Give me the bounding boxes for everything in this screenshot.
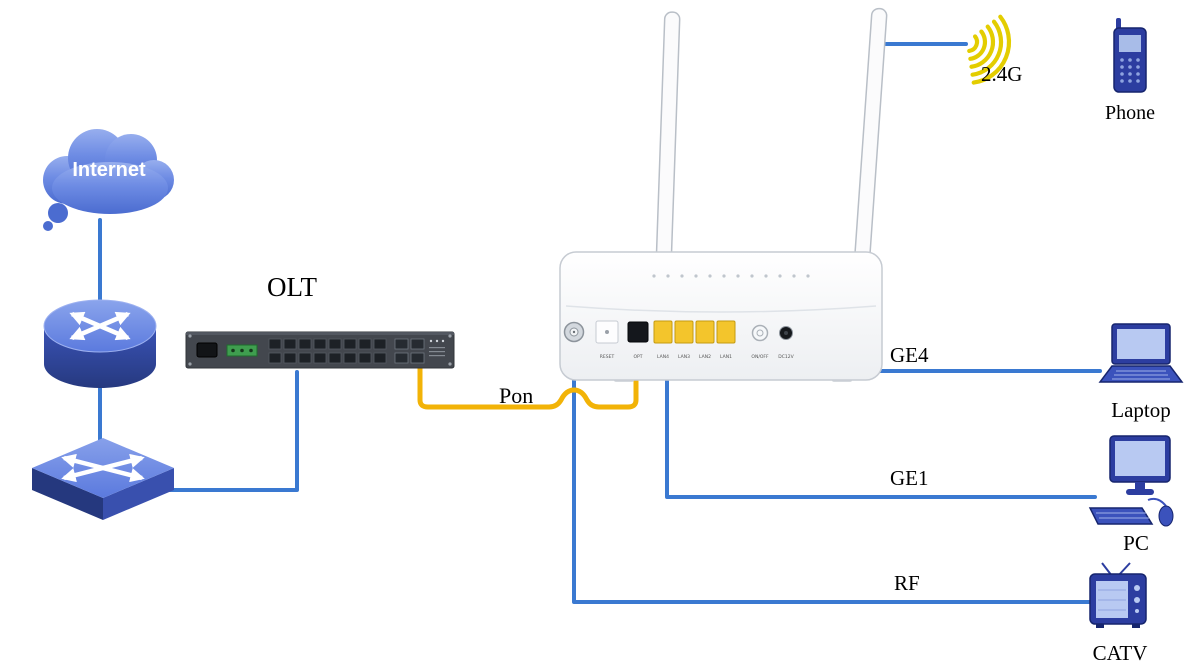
pc-icon — [1088, 435, 1174, 527]
olt-uplink-ports — [394, 338, 425, 364]
pon-label: Pon — [499, 383, 534, 408]
ge4-label: GE4 — [890, 343, 929, 367]
ge1-label: GE1 — [890, 466, 929, 490]
onu-rf-connector — [563, 321, 585, 343]
olt-status-leds — [429, 339, 445, 357]
core-router — [43, 299, 157, 388]
rf-label: RF — [894, 571, 920, 595]
internet-label: Internet — [72, 159, 146, 181]
olt-top-edge — [186, 332, 454, 335]
link-pon-fiber — [417, 363, 639, 410]
olt-device — [185, 331, 455, 369]
phone-keypad — [1120, 58, 1140, 83]
onu-power-switch-label: ON/OFF — [751, 354, 769, 360]
pc-screen — [1115, 441, 1165, 476]
onu-power-jack — [779, 326, 793, 340]
switch — [32, 438, 174, 520]
onu-power-switch — [751, 324, 769, 342]
onu-lan2-label: LAN2 — [699, 354, 711, 360]
wifi-signal-icon — [967, 14, 1012, 85]
catv-feet — [1096, 624, 1140, 628]
onu-led-indicators — [652, 274, 810, 278]
onu-power-jack-label: DC12V — [778, 354, 794, 360]
cloud-shape — [43, 129, 174, 231]
pc-monitor-neck — [1135, 482, 1145, 489]
onu-lan3-label: LAN3 — [678, 354, 690, 360]
laptop-screen — [1117, 329, 1165, 359]
onu-body-edge — [565, 305, 877, 313]
olt-sfp-ports — [268, 338, 387, 364]
laptop-key-rows — [1112, 370, 1170, 380]
wifi-label: 2.4G — [981, 62, 1023, 86]
laptop-label: Laptop — [1111, 398, 1171, 422]
onu-device: RESET OPT LAN4 LAN3 LAN2 LAN1 ON/OFF DC1… — [559, 7, 888, 382]
switch-left-face — [32, 468, 103, 520]
onu-opt-label: OPT — [633, 354, 642, 360]
pc-mouse — [1158, 505, 1174, 527]
onu-lan1-label: LAN1 — [720, 354, 732, 360]
pc-key-rows — [1096, 512, 1149, 519]
onu-body — [559, 251, 883, 381]
router-arrows-icon — [69, 311, 131, 341]
phone-icon — [1113, 18, 1147, 93]
pc-label: PC — [1123, 531, 1149, 555]
laptop-icon — [1098, 323, 1184, 383]
olt-label: OLT — [267, 272, 318, 302]
pc-keyboard — [1088, 507, 1154, 525]
catv-label: CATV — [1092, 641, 1148, 665]
pc-monitor-base — [1126, 489, 1154, 495]
catv-scanlines — [1098, 589, 1126, 611]
link-ge1-pc — [665, 354, 1097, 499]
onu-lan-ports — [653, 320, 736, 344]
catv-knobs — [1134, 585, 1140, 613]
onu-lan4-label: LAN4 — [657, 354, 669, 360]
switch-arrows-icon — [61, 453, 145, 483]
onu-opt-port — [627, 321, 649, 343]
pc-mouse-cable — [1147, 497, 1167, 507]
onu-reset-label: RESET — [600, 354, 615, 360]
olt-screws — [188, 334, 452, 366]
phone-screen — [1119, 35, 1141, 52]
onu-antenna-right — [853, 7, 888, 269]
onu-reset-button — [595, 320, 619, 344]
olt-power-terminal — [226, 344, 258, 357]
onu-antenna-left — [655, 11, 681, 269]
internet-cloud: Internet — [43, 129, 174, 231]
phone-label: Phone — [1105, 102, 1155, 124]
switch-right-face — [103, 468, 174, 520]
link-rf-catv — [572, 328, 1094, 604]
link-switch-olt — [164, 370, 299, 492]
catv-icon — [1089, 562, 1147, 628]
olt-power-inlet — [196, 342, 218, 358]
laptop-keyboard — [1098, 365, 1184, 383]
